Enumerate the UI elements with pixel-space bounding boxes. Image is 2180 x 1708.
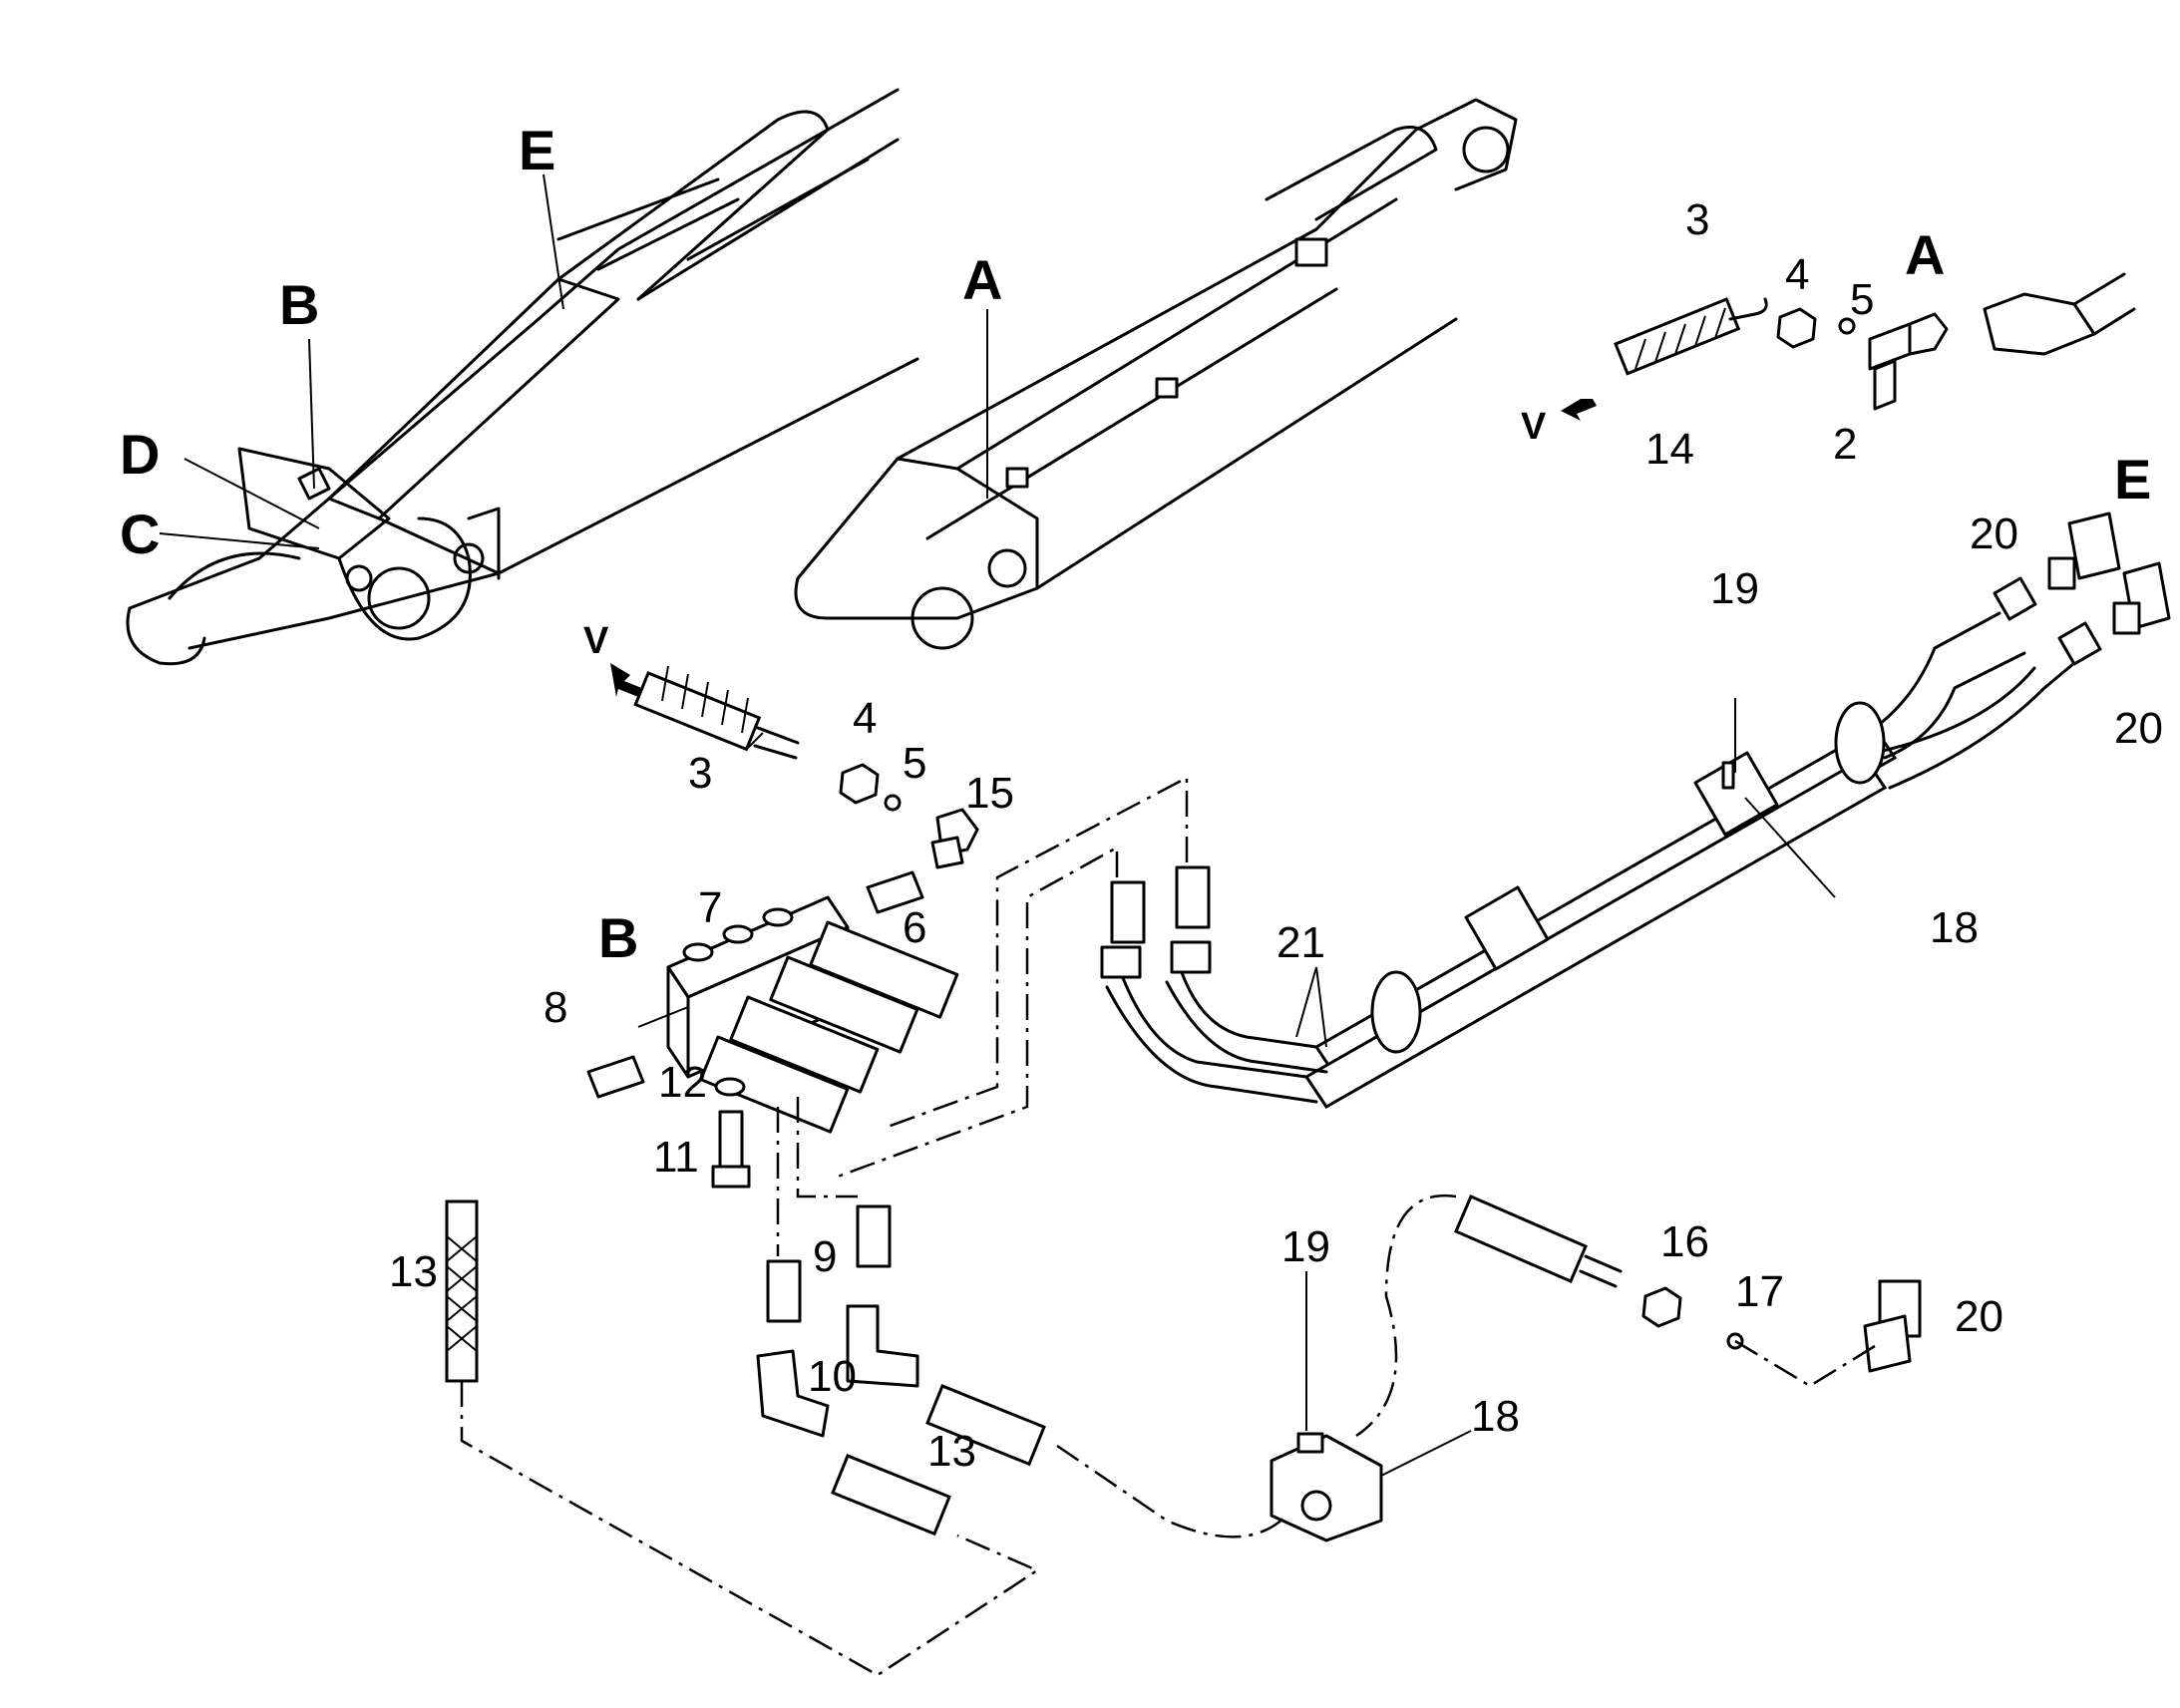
detail-e-parts (1100, 512, 2171, 1109)
callout-b-10: 10 (808, 1352, 857, 1401)
callout-bottom-18: 18 (1471, 1392, 1520, 1441)
callout-e-21: 21 (1276, 918, 1325, 967)
callout-b-15: 15 (965, 769, 1014, 818)
callout-b-11: 11 (653, 1133, 699, 1182)
detail-a-parts (1561, 272, 2136, 421)
left-boom-drawing (126, 88, 919, 666)
detail-b-connection-lines (460, 732, 1189, 1677)
callout-bottom-19: 19 (1281, 1222, 1330, 1271)
callout-b-12: 12 (658, 1058, 707, 1107)
callout-e-18: 18 (1930, 903, 1979, 952)
callout-a-2: 2 (1833, 420, 1857, 469)
label-view-b: B (279, 273, 319, 336)
bottom-assembly-parts (1056, 1194, 1922, 1542)
callout-a-14: 14 (1645, 425, 1694, 474)
callout-bottom-17: 17 (1735, 1267, 1784, 1316)
callout-b-13-right: 13 (927, 1427, 976, 1476)
label-a-arrow-v: V (1521, 406, 1547, 448)
label-detail-a: A (1905, 223, 1945, 286)
callout-a-3: 3 (1685, 195, 1709, 244)
label-view-e: E (519, 119, 555, 181)
callout-e-19: 19 (1710, 564, 1759, 613)
label-detail-e: E (2114, 448, 2151, 511)
overview-leader-lines (159, 173, 988, 549)
label-view-a: A (962, 248, 1002, 311)
callout-bottom-16: 16 (1660, 1217, 1709, 1266)
callout-b-13-left: 13 (389, 1247, 438, 1296)
label-b-arrow-v: V (583, 620, 609, 662)
callout-b-6: 6 (903, 903, 926, 952)
callout-a-4: 4 (1785, 250, 1809, 299)
callout-b-8: 8 (544, 983, 567, 1032)
callout-b-5: 5 (903, 739, 926, 788)
callout-b-3: 3 (688, 749, 712, 798)
label-detail-b: B (598, 906, 638, 969)
callout-e-20-bottom: 20 (2114, 704, 2163, 753)
callout-e-20-top: 20 (1970, 510, 2018, 558)
label-view-d: D (120, 423, 160, 486)
right-boom-drawing (794, 98, 1518, 650)
detail-b-parts (445, 663, 1211, 1537)
label-view-c: C (120, 503, 160, 565)
callout-b-7: 7 (698, 883, 722, 932)
callout-a-5: 5 (1850, 275, 1874, 324)
callout-b-4: 4 (853, 694, 877, 743)
callout-b-9: 9 (813, 1232, 837, 1281)
callout-bottom-20: 20 (1955, 1292, 2003, 1341)
